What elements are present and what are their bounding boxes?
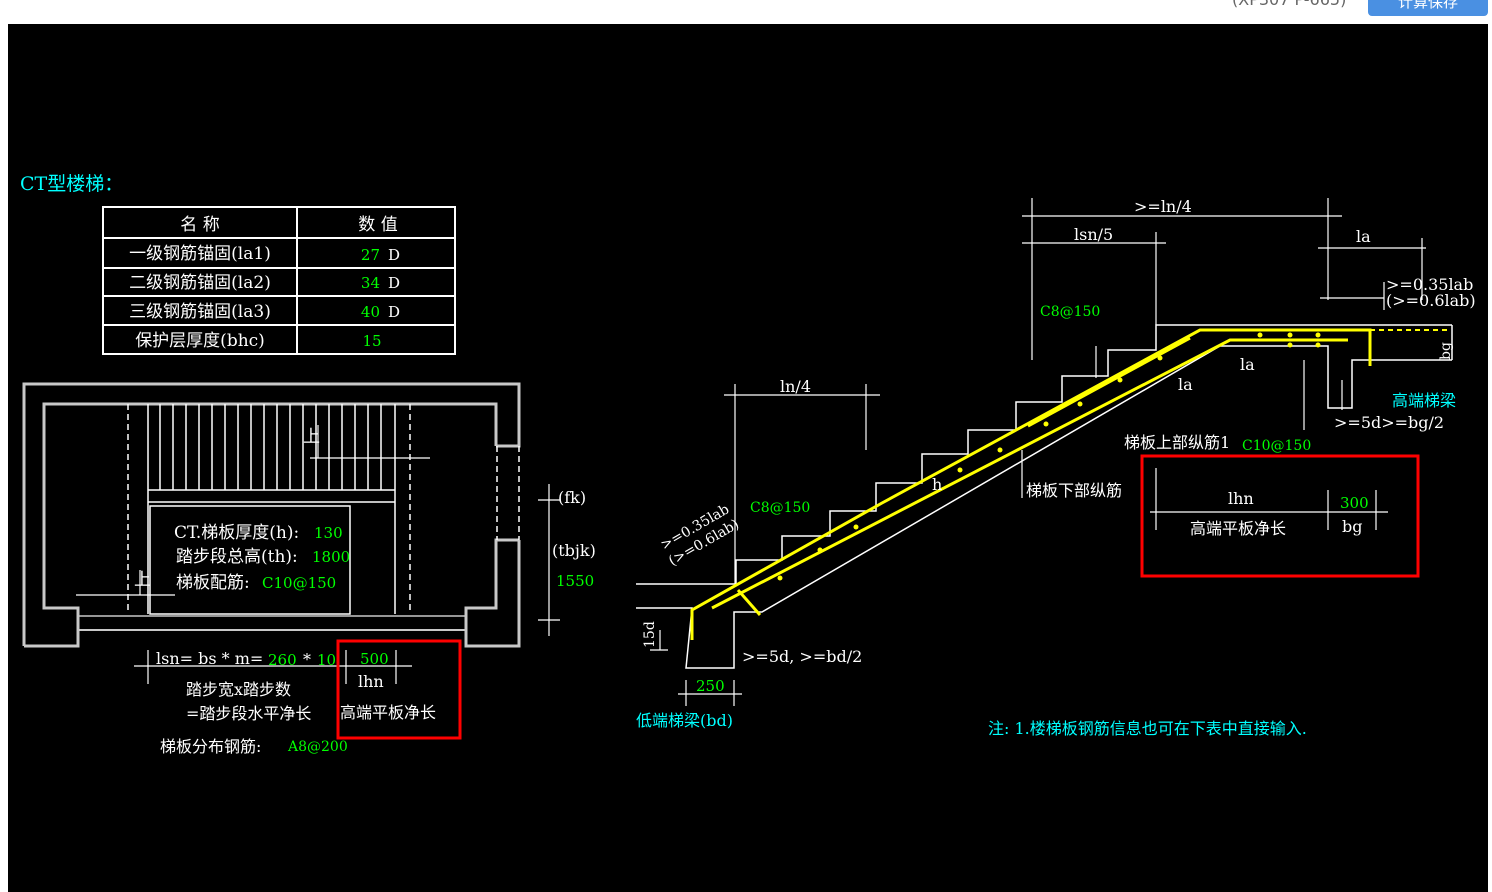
c8-left-value[interactable]: C8@150 [750,500,810,516]
lsn5-label: lsn/5 [1074,225,1113,244]
15d-label: 15d [642,621,658,648]
total-height-value[interactable]: 1800 [312,548,350,566]
la-top-label: la [1356,227,1371,246]
box-description: 高端平板净长 [1190,519,1286,538]
lhn-value[interactable]: 500 [360,650,389,668]
low-beam-width-value[interactable]: 250 [696,677,725,695]
lab035-label: >=0.35lab [1386,275,1473,294]
tbjk-value[interactable]: 1550 [556,572,594,590]
tbjk-label: (tbjk) [552,541,596,560]
tread-count-value[interactable]: 10 [317,651,336,669]
la-mid-label: la [1240,355,1255,374]
upper-rebar-label: 梯板上部纵筋1 [1124,433,1230,452]
h-mark: h [932,475,942,494]
up-label: 上 [134,570,151,590]
cad-drawing-canvas: CT型楼梯： 名 称 数 值 一级钢筋锚固(la1) 27 D 二级钢筋锚固(l… [8,24,1488,892]
table-header-value: 数 值 [358,215,397,235]
la-mid-label: la [1178,375,1193,394]
table-row-unit: D [388,303,400,321]
low-end-beam-label: 低端梯梁(bd) [636,711,733,730]
slab-thickness-label: CT.梯板厚度(h): [174,523,299,543]
lsn-formula-label: lsn= bs * m= [156,649,263,668]
bg-side-label: bg [1438,342,1454,360]
table-row-value[interactable]: 40 [361,303,380,321]
distribution-rebar-label: 梯板分布钢筋: [160,737,261,756]
highlight-box-plan [336,639,462,740]
upper-rebar-value[interactable]: C10@150 [1242,438,1311,454]
stair-section-view [636,198,1453,706]
lhn-description: 高端平板净长 [340,703,436,722]
box-lhn-label: lhn [1228,489,1254,508]
table-row-name: 保护层厚度(bhc) [135,331,265,351]
lab06-label: (>=0.6lab) [1386,291,1476,310]
tread-note: =踏步段水平净长 [186,704,311,723]
stair-plan-view [22,382,521,648]
coordinate-readout: (XP307 P-665) [1232,0,1346,9]
stair-diagram: CT型楼梯： 名 称 数 值 一级钢筋锚固(la1) 27 D 二级钢筋锚固(l… [20,173,1476,756]
calculate-save-button[interactable]: 计算保存 [1368,0,1488,16]
table-row-name: 三级钢筋锚固(la3) [129,302,271,322]
table-row-value[interactable]: 15 [362,332,381,350]
slab-thickness-value[interactable]: 130 [314,524,343,542]
tread-width-value[interactable]: 260 [268,651,297,669]
lhn-label: lhn [358,672,384,691]
ge5d-bd2-label: >=5d, >=bd/2 [742,647,862,666]
box-bg-label: bg [1342,517,1362,536]
table-row-name: 一级钢筋锚固(la1) [129,244,271,264]
slab-rebar-value[interactable]: C10@150 [262,574,336,592]
distribution-rebar-value[interactable]: A8@200 [287,739,348,755]
table-row-unit: D [388,246,400,264]
lower-rebar-label: 梯板下部纵筋 [1026,481,1122,500]
ln4-top-label: >=ln/4 [1134,197,1192,216]
table-header-name: 名 称 [180,215,219,235]
table-row-value[interactable]: 34 [361,274,380,292]
ge5d-bg2-label: >=5d>=bg/2 [1334,413,1444,432]
parameter-table [102,206,456,355]
top-toolbar: (XP307 P-665) 计算保存 [0,0,1492,24]
fk-label: (fk) [558,488,586,507]
note-text: 注: 1.楼梯板钢筋信息也可在下表中直接输入. [988,719,1307,738]
c8-top-value[interactable]: C8@150 [1040,304,1100,320]
up-label: 上 [303,427,320,447]
multiply-sign: * [303,650,311,669]
high-end-beam-label: 高端梯梁 [1392,391,1456,410]
ln4-left-label: ln/4 [780,377,811,396]
box-300-value[interactable]: 300 [1340,494,1369,512]
slab-rebar-label: 梯板配筋: [176,573,250,593]
table-row-name: 二级钢筋锚固(la2) [129,273,271,293]
total-height-label: 踏步段总高(th): [176,547,298,567]
table-row-value[interactable]: 27 [361,246,380,264]
table-row-unit: D [388,274,400,292]
tread-note: 踏步宽x踏步数 [186,680,291,699]
diagram-title: CT型楼梯： [20,173,123,195]
